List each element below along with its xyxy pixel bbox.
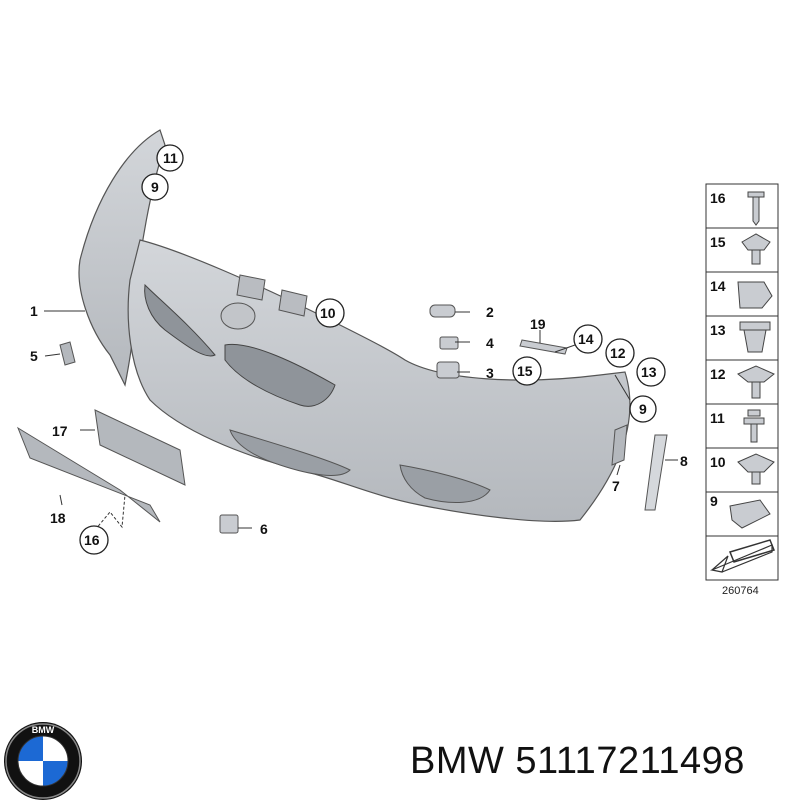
callout-6: 6 bbox=[260, 521, 268, 537]
top-bracket-left bbox=[236, 274, 266, 301]
legend-10: 10 bbox=[710, 454, 726, 470]
callout-1: 1 bbox=[30, 303, 38, 319]
part-19 bbox=[519, 339, 568, 355]
callout-13: 13 bbox=[641, 364, 657, 380]
callout-9-top: 9 bbox=[151, 179, 159, 195]
callout-3: 3 bbox=[486, 365, 494, 381]
spoiler-part-17 bbox=[94, 409, 186, 486]
part-2 bbox=[429, 304, 456, 318]
part-4 bbox=[439, 336, 459, 350]
callout-5: 5 bbox=[30, 348, 38, 364]
part-number-label: BMW 51117211498 bbox=[410, 740, 745, 782]
leader-lines bbox=[44, 310, 678, 529]
panel-arrow-icon bbox=[709, 544, 773, 573]
legend-13: 13 bbox=[710, 322, 726, 338]
legend-12: 12 bbox=[710, 366, 726, 382]
lower-intake bbox=[229, 429, 351, 476]
screw-11-icon bbox=[743, 409, 765, 443]
fastener-legend: 16 15 14 13 12 11 10 9 bbox=[705, 183, 779, 581]
nut-10-icon bbox=[737, 453, 775, 485]
reference-number: 260764 bbox=[722, 585, 759, 597]
part-7 bbox=[611, 424, 628, 466]
top-bracket-right bbox=[278, 289, 308, 317]
screw-16-icon bbox=[747, 191, 765, 226]
callout-7: 7 bbox=[612, 478, 620, 494]
callout-16: 16 bbox=[84, 532, 100, 548]
callout-19: 19 bbox=[530, 316, 546, 332]
part-6 bbox=[219, 514, 239, 534]
expansion-13-icon bbox=[739, 321, 771, 353]
callout-2: 2 bbox=[486, 304, 494, 320]
legend-16: 16 bbox=[710, 190, 726, 206]
legend-11: 11 bbox=[710, 410, 725, 426]
callout-17: 17 bbox=[52, 423, 68, 439]
fog-opening-right bbox=[399, 464, 491, 503]
emblem-mount bbox=[220, 302, 256, 330]
bumper-main-body bbox=[127, 239, 631, 522]
grille-right bbox=[224, 343, 336, 407]
callout-18: 18 bbox=[50, 510, 66, 526]
rivet-12-icon bbox=[737, 365, 775, 399]
grille-left bbox=[144, 283, 216, 357]
part-5 bbox=[59, 341, 76, 366]
nut-14-icon bbox=[737, 281, 773, 309]
legend-14: 14 bbox=[710, 278, 726, 294]
clip-15-icon bbox=[741, 233, 771, 265]
circled-callouts bbox=[79, 144, 666, 555]
logo-text: BMW bbox=[32, 725, 55, 735]
callout-14: 14 bbox=[578, 331, 594, 347]
legend-9: 9 bbox=[710, 493, 718, 509]
callout-9-right: 9 bbox=[639, 401, 647, 417]
bmw-logo: BMW bbox=[4, 722, 82, 800]
legend-15: 15 bbox=[710, 234, 726, 250]
leader-16 bbox=[94, 494, 126, 531]
part-3 bbox=[436, 361, 460, 379]
callout-11: 11 bbox=[163, 150, 178, 166]
callout-12: 12 bbox=[610, 345, 626, 361]
parts-diagram: 1 2 3 4 5 6 7 8 17 18 19 11 9 10 14 15 1… bbox=[16, 129, 779, 597]
callout-4: 4 bbox=[486, 335, 494, 351]
spoiler-part-18 bbox=[16, 426, 161, 523]
callout-15: 15 bbox=[517, 363, 533, 379]
clip-9-icon bbox=[729, 499, 771, 529]
callout-10: 10 bbox=[320, 305, 336, 321]
part-8 bbox=[644, 434, 668, 511]
callout-8: 8 bbox=[680, 453, 688, 469]
